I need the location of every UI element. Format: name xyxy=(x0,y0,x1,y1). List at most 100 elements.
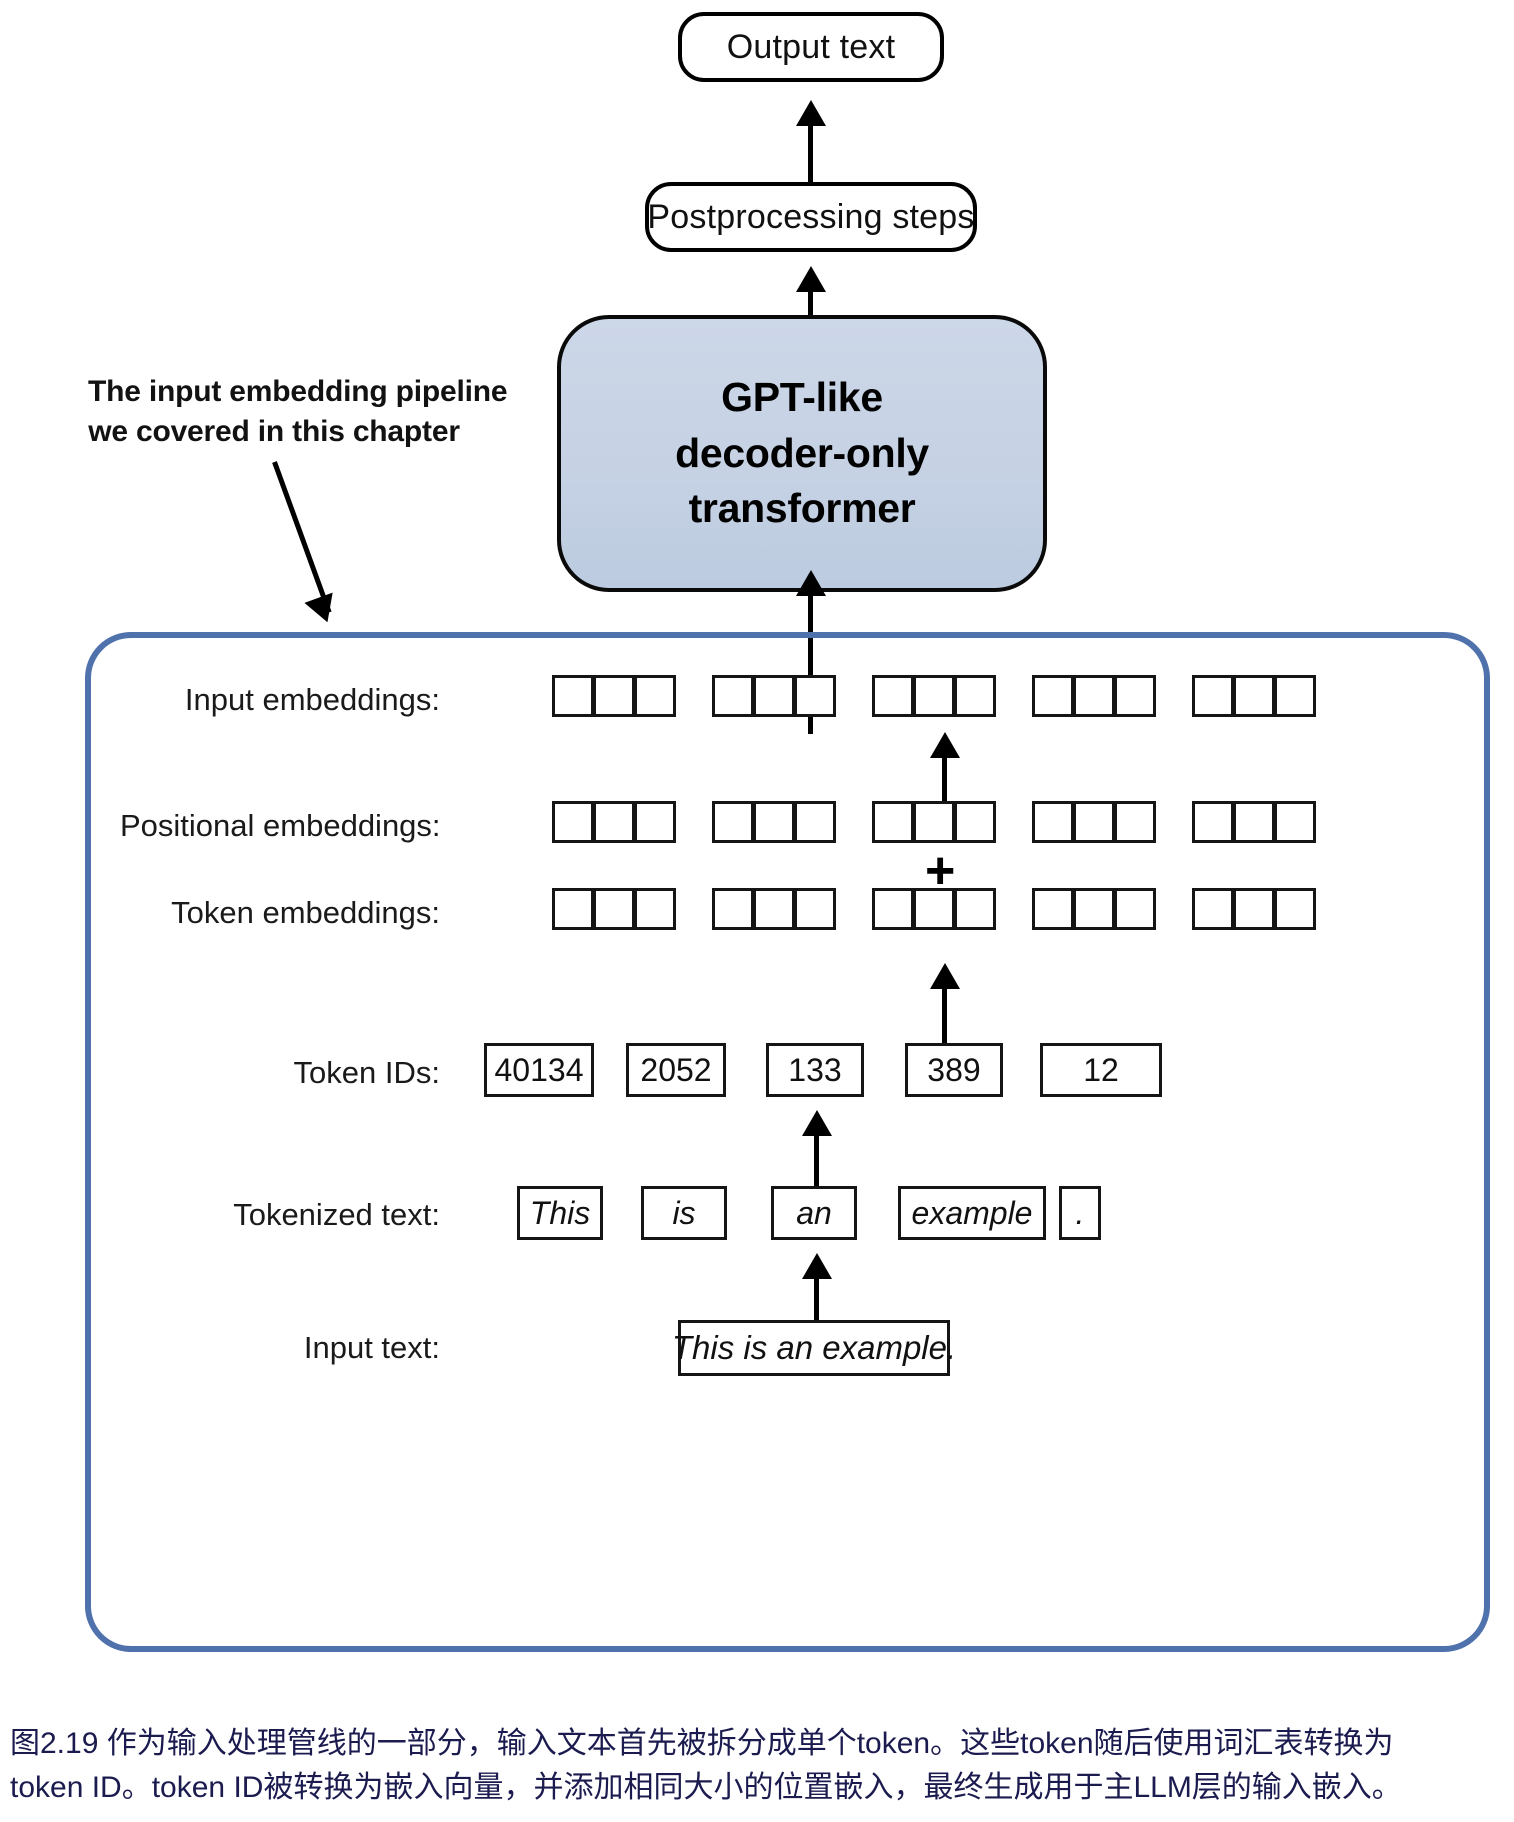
embedding-cell xyxy=(1032,801,1074,843)
embedding-cell xyxy=(712,675,754,717)
arrow-embeddings-to-transformer-head xyxy=(796,570,826,596)
embedding-cell xyxy=(552,888,594,930)
token-embeddings-group-1 xyxy=(552,888,676,930)
embedding-cell xyxy=(1114,888,1156,930)
caption-line-1: 图2.19 作为输入处理管线的一部分，输入文本首先被拆分成单个token。这些t… xyxy=(10,1727,1394,1760)
pipeline-annotation: The input embedding pipeline we covered … xyxy=(88,372,508,451)
embedding-cell xyxy=(634,675,676,717)
embedding-cell xyxy=(1073,801,1115,843)
arrow-tokenized-to-tokenids-head xyxy=(802,1110,832,1136)
row-label-positional-embeddings: Positional embeddings: xyxy=(120,808,441,843)
input-embeddings-group-1 xyxy=(552,675,676,717)
positional-embeddings-group-5 xyxy=(1192,801,1316,843)
embedding-cell xyxy=(1233,801,1275,843)
token-id-box-2: 2052 xyxy=(626,1043,726,1097)
arrow-tokenids-to-tokenembeddings-shaft xyxy=(942,985,947,1058)
arrow-embeddings-to-transformer-shaft xyxy=(808,592,813,734)
token-embeddings-group-4 xyxy=(1032,888,1156,930)
row-label-input-text: Input text: xyxy=(303,1330,440,1365)
transformer-line-1: GPT-like xyxy=(721,374,883,421)
tokenized-text-box-2: is xyxy=(641,1186,727,1240)
gpt-transformer-block: GPT-like decoder-only transformer xyxy=(557,315,1047,592)
embedding-cell xyxy=(1233,675,1275,717)
positional-embeddings-group-2 xyxy=(712,801,836,843)
arrow-sum-to-input-embeddings-head xyxy=(930,732,960,758)
embedding-cell xyxy=(593,675,635,717)
input-embeddings-group-4 xyxy=(1032,675,1156,717)
embedding-cell xyxy=(1073,888,1115,930)
positional-embeddings-group-3 xyxy=(872,801,996,843)
embedding-cell xyxy=(872,801,914,843)
figure-caption: 图2.19 作为输入处理管线的一部分，输入文本首先被拆分成单个token。这些t… xyxy=(10,1722,1510,1809)
embedding-cell xyxy=(794,888,836,930)
embedding-cell xyxy=(954,675,996,717)
embedding-cell xyxy=(1114,801,1156,843)
embedding-cell xyxy=(1192,801,1234,843)
embedding-cell xyxy=(1274,675,1316,717)
embedding-cell xyxy=(634,801,676,843)
row-label-input-embeddings: Input embeddings: xyxy=(184,682,440,717)
token-id-box-5: 12 xyxy=(1040,1043,1162,1097)
embedding-cell xyxy=(634,888,676,930)
arrow-tokenids-to-tokenembeddings-head xyxy=(930,963,960,989)
embedding-cell xyxy=(1274,801,1316,843)
embedding-cell xyxy=(913,675,955,717)
arrow-postprocessing-to-output-shaft xyxy=(808,122,813,182)
embedding-cell xyxy=(794,675,836,717)
embedding-cell xyxy=(954,888,996,930)
input-embeddings-group-2 xyxy=(712,675,836,717)
token-id-box-4: 389 xyxy=(905,1043,1003,1097)
postprocessing-steps-label: Postprocessing steps xyxy=(647,197,975,236)
arrow-sum-to-input-embeddings-shaft xyxy=(942,754,947,802)
transformer-line-2: decoder-only xyxy=(675,429,929,476)
tokenized-text-box-4: example xyxy=(898,1186,1046,1240)
positional-embeddings-group-4 xyxy=(1032,801,1156,843)
embedding-cell xyxy=(1032,888,1074,930)
tokenized-text-box-3: an xyxy=(771,1186,857,1240)
embedding-cell xyxy=(913,888,955,930)
embedding-cell xyxy=(1233,888,1275,930)
embedding-cell xyxy=(1114,675,1156,717)
arrow-inputtext-to-tokenized-shaft xyxy=(814,1275,819,1333)
embedding-cell xyxy=(593,888,635,930)
output-text-box: Output text xyxy=(678,12,944,82)
token-embeddings-group-5 xyxy=(1192,888,1316,930)
embedding-cell xyxy=(1192,888,1234,930)
token-embeddings-group-3 xyxy=(872,888,996,930)
caption-line-2: token ID。token ID被转换为嵌入向量，并添加相同大小的位置嵌入，最… xyxy=(10,1770,1402,1804)
row-label-token-ids: Token IDs: xyxy=(293,1055,440,1090)
input-embeddings-group-5 xyxy=(1192,675,1316,717)
transformer-label-group: GPT-like decoder-only transformer xyxy=(675,370,929,536)
row-label-tokenized-text: Tokenized text: xyxy=(233,1197,440,1232)
arrow-inputtext-to-tokenized-head xyxy=(802,1253,832,1279)
transformer-line-3: transformer xyxy=(688,485,916,532)
token-id-box-3: 133 xyxy=(766,1043,864,1097)
embedding-cell xyxy=(872,888,914,930)
embedding-cell xyxy=(1032,675,1074,717)
embedding-cell xyxy=(1073,675,1115,717)
embedding-cell xyxy=(1274,888,1316,930)
embedding-cell xyxy=(1192,675,1234,717)
embedding-cell xyxy=(913,801,955,843)
embedding-cell xyxy=(552,801,594,843)
arrow-tokenized-to-tokenids-shaft xyxy=(814,1132,819,1190)
positional-embeddings-group-1 xyxy=(552,801,676,843)
annotation-leader-line xyxy=(272,461,332,614)
annotation-line-2: we covered in this chapter xyxy=(88,414,460,448)
arrow-transformer-to-postprocessing-shaft xyxy=(808,288,813,320)
embedding-cell xyxy=(753,888,795,930)
arrow-transformer-to-postprocessing-head xyxy=(796,266,826,292)
embedding-cell xyxy=(552,675,594,717)
postprocessing-steps-box: Postprocessing steps xyxy=(645,182,977,252)
arrow-postprocessing-to-output-head xyxy=(796,100,826,126)
embedding-cell xyxy=(872,675,914,717)
tokenized-text-box-1: This xyxy=(517,1186,603,1240)
input-text-value-box: This is an example. xyxy=(672,1320,956,1376)
embedding-cell xyxy=(593,801,635,843)
input-embeddings-group-3 xyxy=(872,675,996,717)
embedding-cell xyxy=(712,888,754,930)
input-embedding-pipeline-container xyxy=(85,632,1490,1652)
output-text-label: Output text xyxy=(726,27,896,66)
embedding-cell xyxy=(753,801,795,843)
